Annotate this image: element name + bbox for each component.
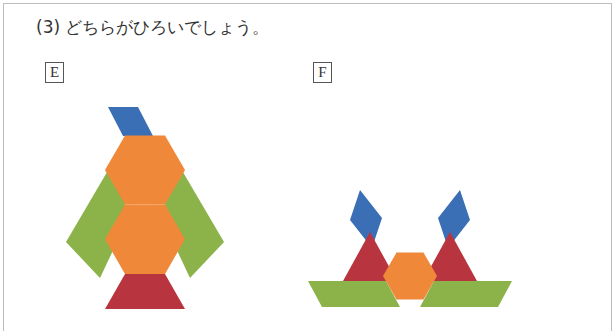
- figure-label-box: E: [45, 62, 64, 83]
- figure-letter: E: [50, 65, 59, 80]
- green-parallelogram: [308, 281, 400, 307]
- worksheet-frame: [4, 4, 612, 331]
- orange-hexagon: [105, 135, 185, 204]
- question-title: (3) どちらがひろいでしょう。: [36, 16, 269, 39]
- hexagon-seam: [125, 204, 165, 205]
- green-parallelogram: [420, 281, 512, 307]
- figure-letter: F: [318, 65, 326, 80]
- red-trapezoid: [105, 274, 185, 309]
- figure-f: [308, 190, 512, 307]
- figure-label-box: F: [313, 62, 332, 83]
- figure-e: [66, 107, 224, 309]
- blue-rhombus: [108, 107, 153, 136]
- orange-hexagon: [383, 253, 437, 300]
- orange-hexagon: [105, 205, 185, 274]
